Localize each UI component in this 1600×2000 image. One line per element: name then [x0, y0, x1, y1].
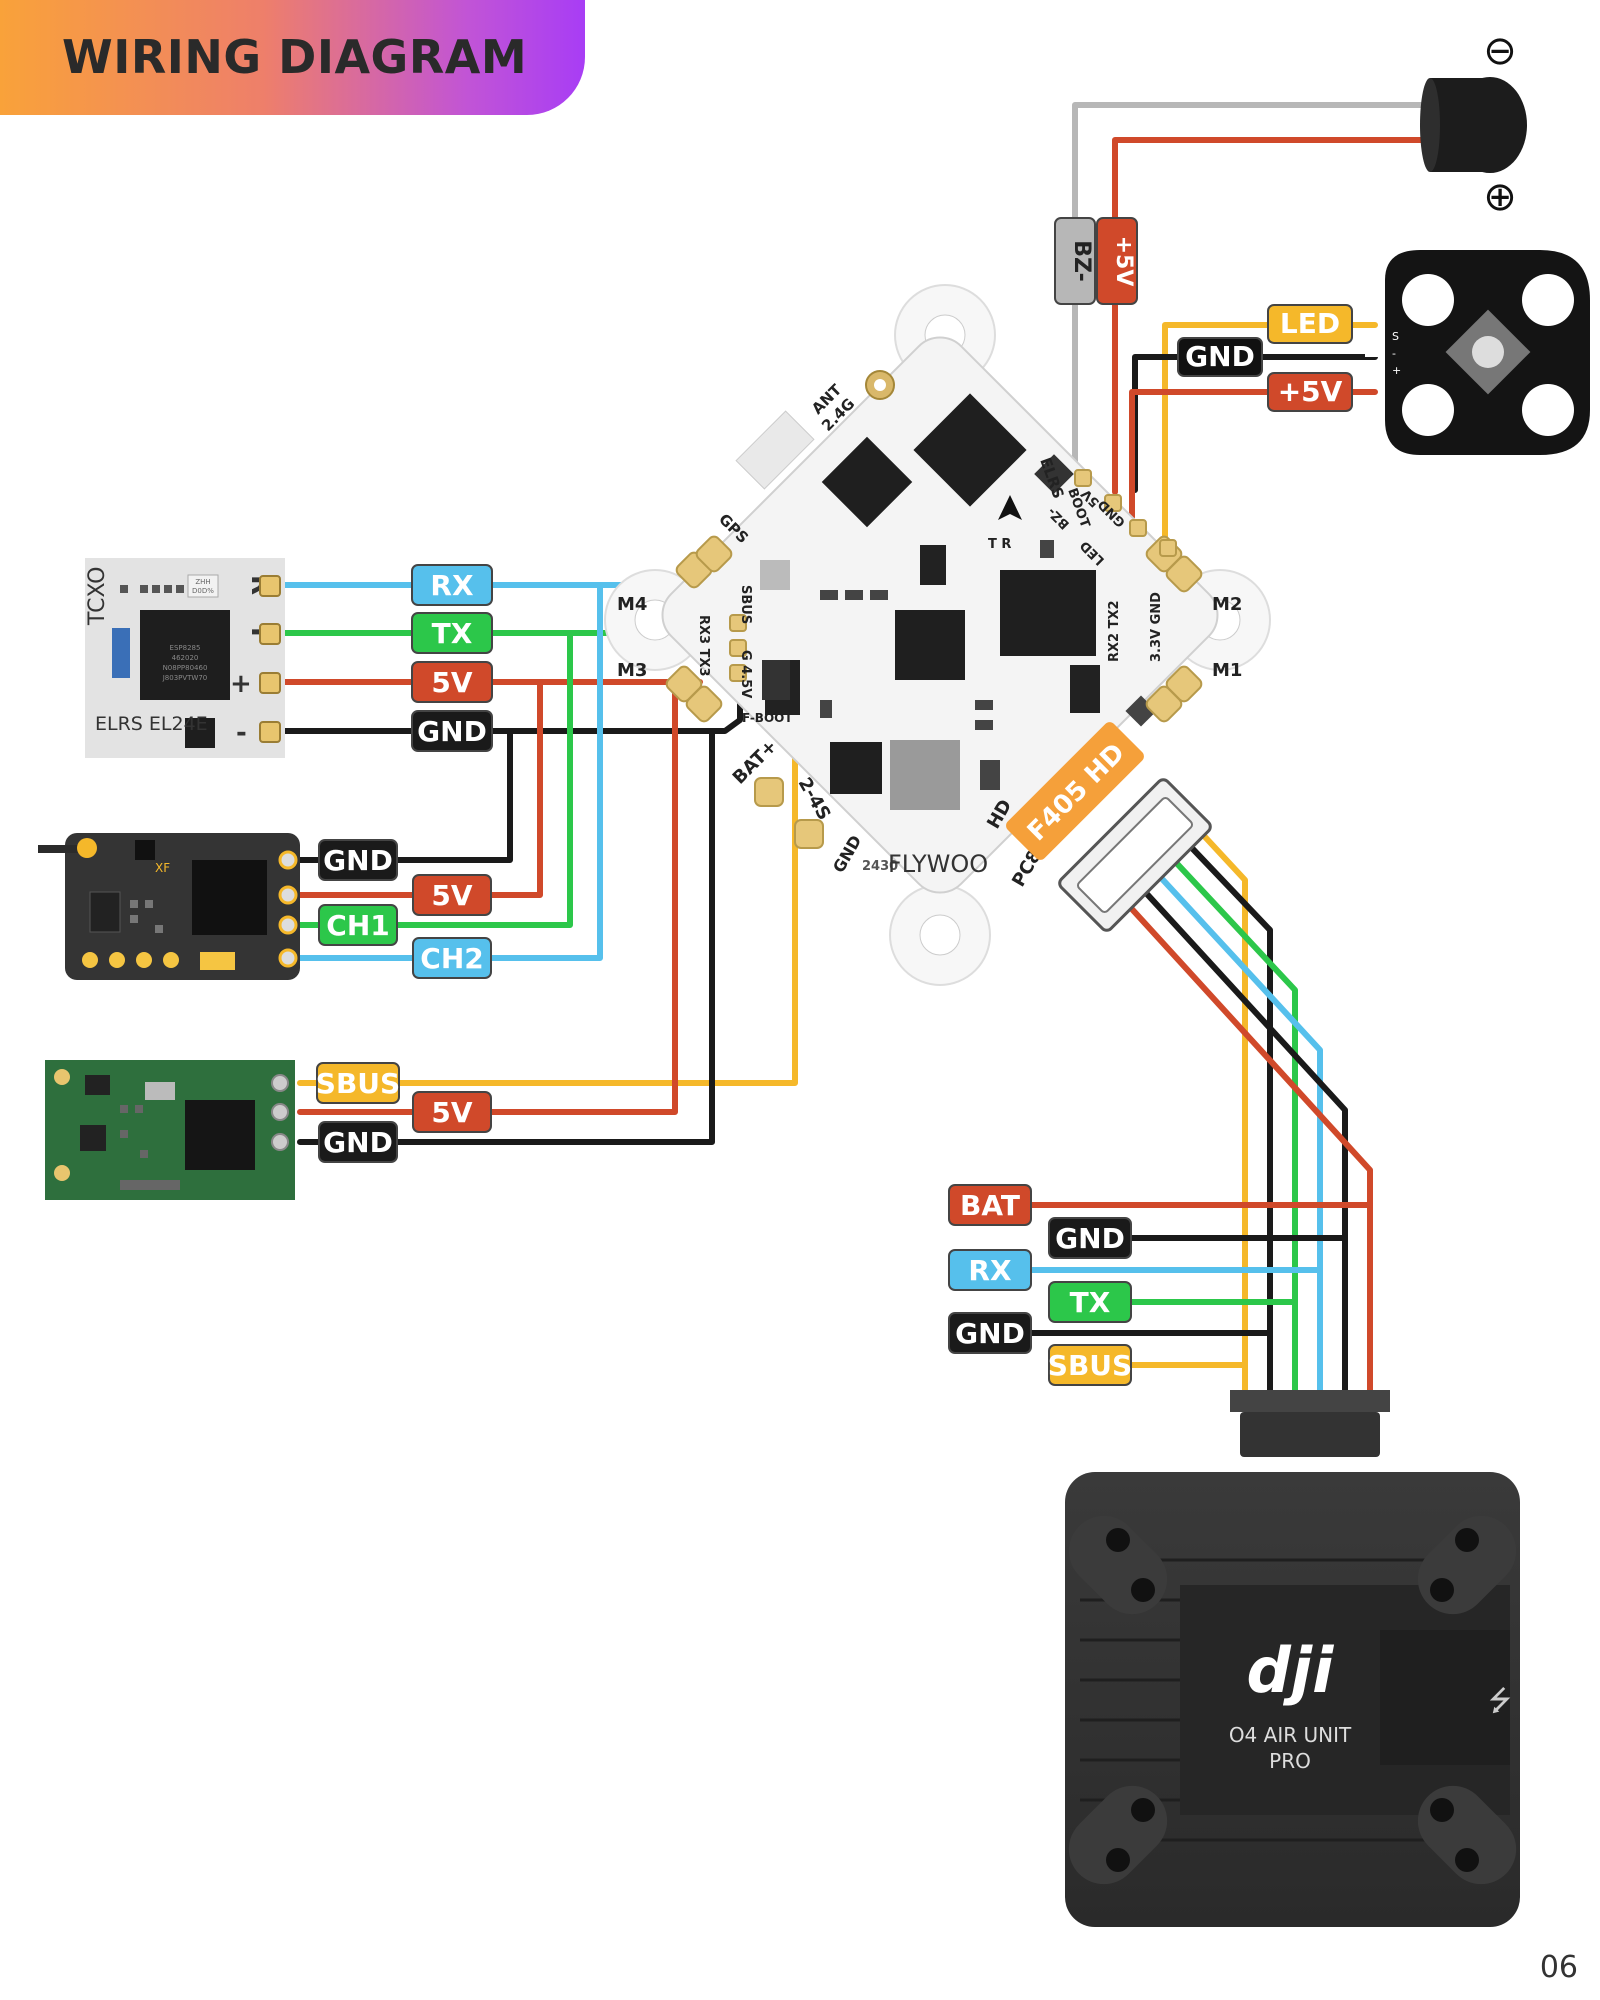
label-badge-9 — [412, 1091, 492, 1133]
label-text-16: SBUS — [1048, 1349, 1132, 1382]
fc-silk-tr: T R — [988, 537, 1011, 552]
label-text-6: CH1 — [326, 909, 389, 942]
wire-vtx-green — [1152, 837, 1298, 1393]
label-badge-5 — [412, 874, 492, 916]
rx2-board: XF — [38, 833, 300, 980]
label-badge-16 — [1048, 1344, 1132, 1386]
label-badge-10 — [318, 1121, 398, 1163]
fc-silk-g45v: G 4.5V — [738, 650, 753, 698]
label-text-11: BAT — [960, 1189, 1020, 1222]
wire-vtx-blue — [1137, 852, 1323, 1393]
label-badge-4 — [318, 839, 398, 881]
vtx-unit: dji O4 AIR UNIT PRO ⭍ — [1065, 1390, 1520, 1927]
label-text-7: CH2 — [420, 942, 483, 975]
page-number: 06 — [1539, 1950, 1578, 1985]
label-badge-0 — [411, 564, 493, 606]
fc-silk-m3: M3 — [617, 660, 647, 681]
elrs-module: ESP8285 462020 N08PP80460 J803PVTW70 ZHH… — [85, 558, 285, 758]
led-pad-s: S — [1392, 330, 1399, 343]
fc-silk-rx3tx3: RX3 TX3 — [696, 615, 711, 677]
elrs-name: ELRS EL24E — [95, 713, 208, 735]
wire-rx3-black — [297, 728, 715, 1145]
label-badge-8 — [316, 1062, 400, 1104]
title-banner: WIRING DIAGRAM — [0, 0, 585, 115]
led-pad-minus: - — [1392, 347, 1396, 360]
led-labels: LED GND +5V — [1177, 304, 1353, 412]
label-text-2: 5V — [431, 666, 472, 699]
label-badge-7 — [412, 937, 492, 979]
fc-silk-m2: M2 — [1212, 594, 1242, 615]
label-badge-13 — [948, 1249, 1032, 1291]
rx2-brand: XF — [155, 861, 170, 875]
wire-rx2-red — [292, 679, 543, 898]
label-text-0: RX — [430, 569, 474, 602]
label-badge-14 — [1048, 1281, 1132, 1323]
label-badge-15 — [948, 1312, 1032, 1354]
fc-silk-rx2tx2: RX2 TX2 — [1107, 600, 1122, 662]
led-board: S - + — [1365, 250, 1590, 455]
label-text-10: GND — [323, 1126, 393, 1159]
label-badge-1 — [411, 612, 493, 654]
buzzer-labels: BZ- +5V — [1054, 217, 1138, 305]
buzzer-minus-icon: ⊖ — [1483, 28, 1517, 74]
label-buzzer-5v: +5V — [1111, 236, 1136, 287]
wire-vtx-red — [1107, 882, 1373, 1393]
flight-controller: ANT 2.4G GPS ELRS BOOT M4 M3 M2 M1 SBUS … — [604, 284, 1271, 986]
usb-icon: ⭍ — [1488, 1684, 1511, 1717]
dji-logo: dji — [1247, 1634, 1335, 1707]
label-badge-6 — [318, 904, 398, 946]
label-text-15: GND — [955, 1317, 1025, 1350]
elrs-chip-text-1: 462020 — [172, 654, 199, 662]
wire-vtx-black-2 — [1122, 867, 1348, 1393]
label-text-12: GND — [1055, 1222, 1125, 1255]
label-text-14: TX — [1070, 1286, 1111, 1319]
fc-brand: FLYWOO — [888, 850, 988, 878]
label-badge-3 — [411, 710, 493, 752]
wire-buzzer-grey — [1072, 102, 1433, 473]
label-badge-12 — [1048, 1217, 1132, 1259]
label-led-gnd: GND — [1185, 340, 1255, 373]
fc-silk-m1: M1 — [1212, 660, 1242, 681]
fc-silk-sbus: SBUS — [738, 585, 753, 624]
label-text-8: SBUS — [316, 1067, 400, 1100]
label-bz: BZ- — [1069, 240, 1094, 281]
wire-rx2-blue — [292, 582, 603, 961]
page-title: WIRING DIAGRAM — [62, 30, 528, 84]
fc-silk-gnd2: GND — [829, 832, 865, 876]
buzzer: ⊖ ⊕ — [1420, 28, 1527, 220]
elrs-chip-text-2: N08PP80460 — [163, 664, 208, 672]
label-text-13: RX — [968, 1254, 1012, 1287]
label-led: LED — [1280, 307, 1340, 340]
label-text-1: TX — [432, 617, 473, 650]
buzzer-plus-icon: ⊕ — [1483, 174, 1517, 220]
label-text-3: GND — [417, 715, 487, 748]
label-text-5: 5V — [431, 879, 472, 912]
label-text-4: GND — [323, 844, 393, 877]
fc-silk-m4: M4 — [617, 594, 647, 615]
elrs-chip-text-3: J803PVTW70 — [162, 674, 208, 682]
fc-silk-fboot: F-BOOT — [742, 711, 793, 725]
fc-silk-2430: 2430 — [862, 859, 898, 874]
elrs-tcxo: TCXO — [85, 567, 110, 627]
fc-silk-v33gnd: 3.3V GND — [1149, 592, 1164, 662]
elrs-chip-text-0: ESP8285 — [170, 644, 201, 652]
elrs-pin-minus: - — [236, 718, 247, 748]
vtx-name-line1: O4 AIR UNIT — [1229, 1723, 1352, 1747]
label-badge-2 — [411, 661, 493, 703]
label-badge-11 — [948, 1184, 1032, 1226]
rx3-board — [45, 1060, 295, 1200]
elrs-crystal-text-1: D0D% — [192, 587, 214, 595]
vtx-name-line2: PRO — [1269, 1749, 1311, 1773]
led-pad-plus: + — [1392, 364, 1401, 377]
label-text-9: 5V — [431, 1096, 472, 1129]
elrs-pin-plus: + — [230, 669, 252, 699]
wire-buzzer-red — [1112, 137, 1433, 495]
wire-labels: RXTX5VGNDGND5VCH1CH2SBUS5VGNDBATGNDRXTXG… — [316, 564, 1132, 1386]
label-led-5v: +5V — [1278, 375, 1343, 408]
elrs-crystal-text-0: ZHH — [195, 578, 210, 586]
